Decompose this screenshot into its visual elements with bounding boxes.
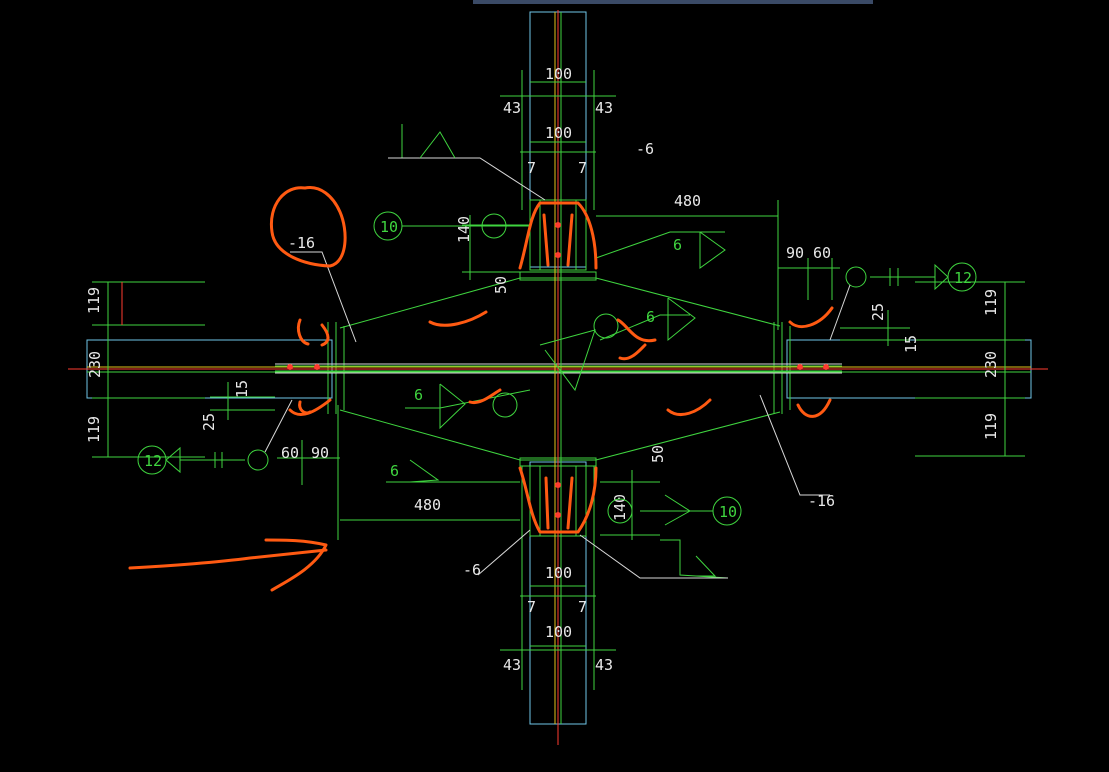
right-bolt-reference (829, 262, 977, 341)
dim-left-119-bottom: 119 (85, 416, 103, 443)
dim-top-140: 140 (455, 216, 473, 243)
dim-right-15: 15 (902, 335, 920, 353)
dim-bottom-50: 50 (649, 445, 667, 463)
left-dimensions (92, 281, 520, 540)
dim-bottom-7-left: 7 (527, 598, 536, 616)
ref-top-10: 10 (380, 218, 398, 236)
dim-top-100-a: 100 (545, 65, 572, 83)
dim-top-43-left: 43 (503, 99, 521, 117)
dim-bottom-100-a: 100 (545, 564, 572, 582)
dim-bottom-7-right: 7 (578, 598, 587, 616)
dim-left-15: 15 (233, 380, 251, 398)
bottom-weld-symbol (386, 459, 729, 579)
dim-right-230: 230 (982, 351, 1000, 378)
dim-top-43-right: 43 (595, 99, 613, 117)
bottom-bolt-reference (607, 494, 742, 526)
dim-top-7-right: 7 (578, 159, 587, 177)
dim-top-50: 50 (492, 276, 510, 294)
top-dimensions (462, 70, 779, 330)
viewport-top-bar (473, 0, 873, 4)
ref-bottom-10: 10 (719, 503, 737, 521)
label-left-gusset: -16 (288, 234, 315, 252)
dim-left-230: 230 (86, 351, 104, 378)
label-right-gusset: -16 (808, 492, 835, 510)
dim-top-7-left: 7 (527, 159, 536, 177)
weld-size-center-left: 6 (414, 386, 423, 404)
dim-left-25: 25 (200, 413, 218, 431)
dim-right-25: 25 (869, 303, 887, 321)
dim-right-119-bottom: 119 (982, 413, 1000, 440)
dim-left-60: 60 (281, 444, 299, 462)
center-break-line (539, 329, 596, 392)
dim-right-119-top: 119 (982, 289, 1000, 316)
label-top-plate: -6 (636, 140, 654, 158)
right-gusset-leader (759, 394, 830, 496)
weld-size-top: 6 (673, 236, 682, 254)
dim-top-480: 480 (674, 192, 701, 210)
dim-bottom-43-right: 43 (595, 656, 613, 674)
right-dimensions (778, 258, 1025, 457)
top-bolt-reference (373, 211, 530, 241)
dim-bottom-480: 480 (414, 496, 441, 514)
dim-right-60: 60 (813, 244, 831, 262)
weld-size-bottom: 6 (390, 462, 399, 480)
dim-bottom-100-b: 100 (545, 623, 572, 641)
center-weld-right (593, 297, 696, 342)
dim-left-119-top: 119 (85, 287, 103, 314)
ref-right-12: 12 (954, 269, 972, 287)
dim-left-90: 90 (311, 444, 329, 462)
centerlines (68, 10, 1048, 745)
center-weld-left (405, 383, 531, 430)
left-gusset-leader (290, 251, 357, 343)
dim-bottom-43-left: 43 (503, 656, 521, 674)
dim-top-100-b: 100 (545, 124, 572, 142)
ref-left-12: 12 (144, 452, 162, 470)
markup-annotations (128, 186, 834, 592)
dim-bottom-140: 140 (611, 494, 629, 521)
bottom-dimensions (500, 466, 660, 690)
top-weld-symbol (388, 124, 726, 269)
left-bolt-reference (137, 399, 293, 475)
weld-size-center-right: 6 (646, 308, 655, 326)
dim-right-90: 90 (786, 244, 804, 262)
bolt-markers (287, 222, 829, 518)
label-bottom-plate: -6 (463, 561, 481, 579)
